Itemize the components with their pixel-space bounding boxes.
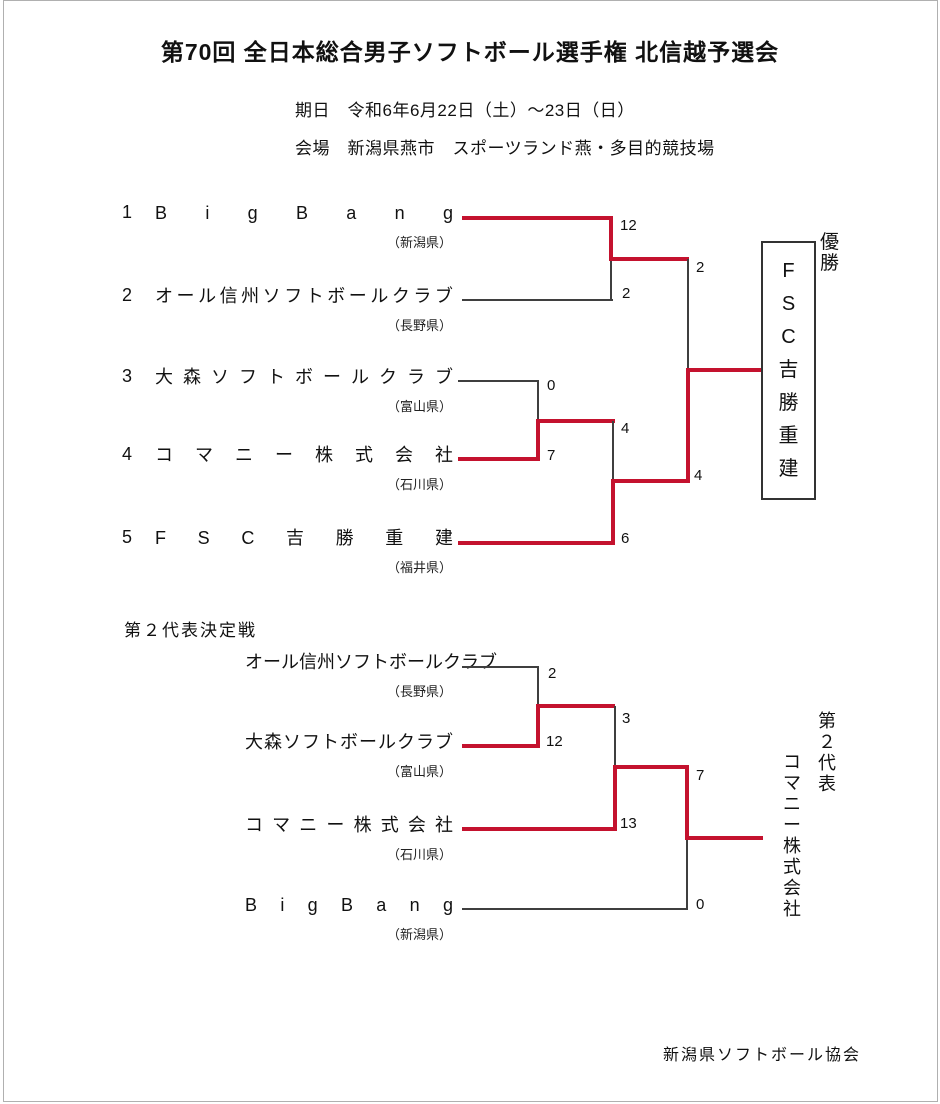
score-playoff-final-top: 7: [696, 767, 705, 784]
seed-number: 3: [121, 366, 132, 386]
b1-match1-advance-line: [609, 257, 689, 261]
seed-number: 4: [121, 444, 132, 464]
b2-result-line: [685, 836, 763, 840]
score-match3-bottom: 6: [621, 530, 630, 547]
score-round2-bottom: 13: [620, 815, 637, 832]
team-prefecture: （新潟県）: [386, 235, 452, 250]
b1-team5-line: [458, 541, 615, 545]
b2-round1-loser-connector: [537, 666, 539, 707]
playoff-result-name: コマニー株式会社: [783, 752, 801, 919]
team-prefecture: （石川県）: [386, 477, 452, 492]
b1-final-top-connector: [687, 259, 689, 370]
b1-team2-line: [462, 299, 613, 301]
playoff-heading: 第２代表決定戦: [124, 621, 257, 640]
score-final-top: 2: [696, 259, 705, 276]
b2-round2-advance-line: [613, 765, 689, 769]
b1-match3-winner-connector: [611, 479, 615, 545]
team-name: コマニー株式会社: [245, 815, 453, 835]
b2-round1-advance-line: [536, 704, 615, 708]
b1-match1-winner-connector: [609, 216, 613, 261]
team-row: 大森ソフトボールクラブ （富山県）: [0, 731, 520, 793]
organizer-name: 新潟県ソフトボール協会: [663, 1047, 862, 1064]
team-name: オール信州ソフトボールクラブ: [245, 652, 497, 672]
b1-final-bottom-connector: [686, 368, 690, 483]
b1-match1-loser-connector: [610, 259, 612, 301]
team-row: 2 オール信州ソフトボールクラブ （長野県）: [0, 285, 520, 347]
score-round1-bottom: 12: [546, 733, 563, 750]
team-prefecture: （福井県）: [386, 560, 452, 575]
score-playoff-final-bottom: 0: [696, 896, 705, 913]
b1-team3-line: [458, 380, 539, 382]
b2-round1-winner-connector: [536, 704, 540, 748]
seed-number: 5: [121, 527, 132, 547]
team-prefecture: （富山県）: [386, 764, 452, 779]
b1-team4-line: [458, 457, 540, 461]
team-prefecture: （長野県）: [386, 684, 452, 699]
team-prefecture: （富山県）: [386, 399, 452, 414]
b1-team1-line: [462, 216, 613, 220]
seed-number: 1: [121, 202, 132, 222]
team-name: オール信州ソフトボールクラブ: [155, 286, 453, 306]
team-row: 4 コマニー株式会社 （石川県）: [0, 444, 520, 506]
b1-match3-loser-connector: [612, 421, 614, 481]
event-venue: 会場 新潟県燕市 スポーツランド燕・多目的競技場: [295, 139, 715, 158]
b2-team1-line: [462, 666, 539, 668]
score-match2-top: 0: [547, 377, 556, 394]
b2-final-winner-connector: [685, 765, 689, 840]
team-name: コマニー株式会社: [155, 445, 453, 465]
b1-match2-advance-line: [536, 419, 615, 423]
score-round1-top: 2: [548, 665, 557, 682]
b2-team2-line: [462, 744, 539, 748]
score-match1-top: 12: [620, 217, 637, 234]
score-match2-bottom: 7: [547, 447, 556, 464]
score-round2-top: 3: [622, 710, 631, 727]
team-row: オール信州ソフトボールクラブ （長野県）: [0, 651, 520, 713]
score-final-bottom: 4: [694, 467, 703, 484]
team-prefecture: （新潟県）: [386, 927, 452, 942]
tournament-title: 第70回 全日本総合男子ソフトボール選手権 北信越予選会: [160, 39, 780, 65]
b2-team4-line: [462, 908, 688, 910]
team-row: コマニー株式会社 （石川県）: [0, 814, 520, 876]
b1-champion-line: [686, 368, 763, 372]
score-match3-top: 4: [621, 420, 630, 437]
champion-label: 優勝: [820, 232, 840, 274]
b1-match3-advance-line: [611, 479, 690, 483]
b2-final-loser-connector: [686, 838, 688, 910]
team-name: 大森ソフトボールクラブ: [245, 732, 453, 752]
b2-team3-line: [462, 827, 615, 831]
team-prefecture: （石川県）: [386, 847, 452, 862]
b1-match2-loser-connector: [537, 380, 539, 421]
event-date: 期日 令和6年6月22日（土）～23日（日）: [295, 101, 635, 120]
b1-match2-winner-connector: [536, 419, 540, 461]
seed-number: 2: [121, 285, 132, 305]
team-prefecture: （長野県）: [386, 318, 452, 333]
team-row: 3 大森ソフトボールクラブ （富山県）: [0, 366, 520, 428]
b2-round2-winner-connector: [613, 765, 617, 831]
b2-round2-loser-connector: [614, 706, 616, 767]
score-match1-bottom: 2: [622, 285, 631, 302]
team-name: 大森ソフトボールクラブ: [155, 367, 453, 387]
